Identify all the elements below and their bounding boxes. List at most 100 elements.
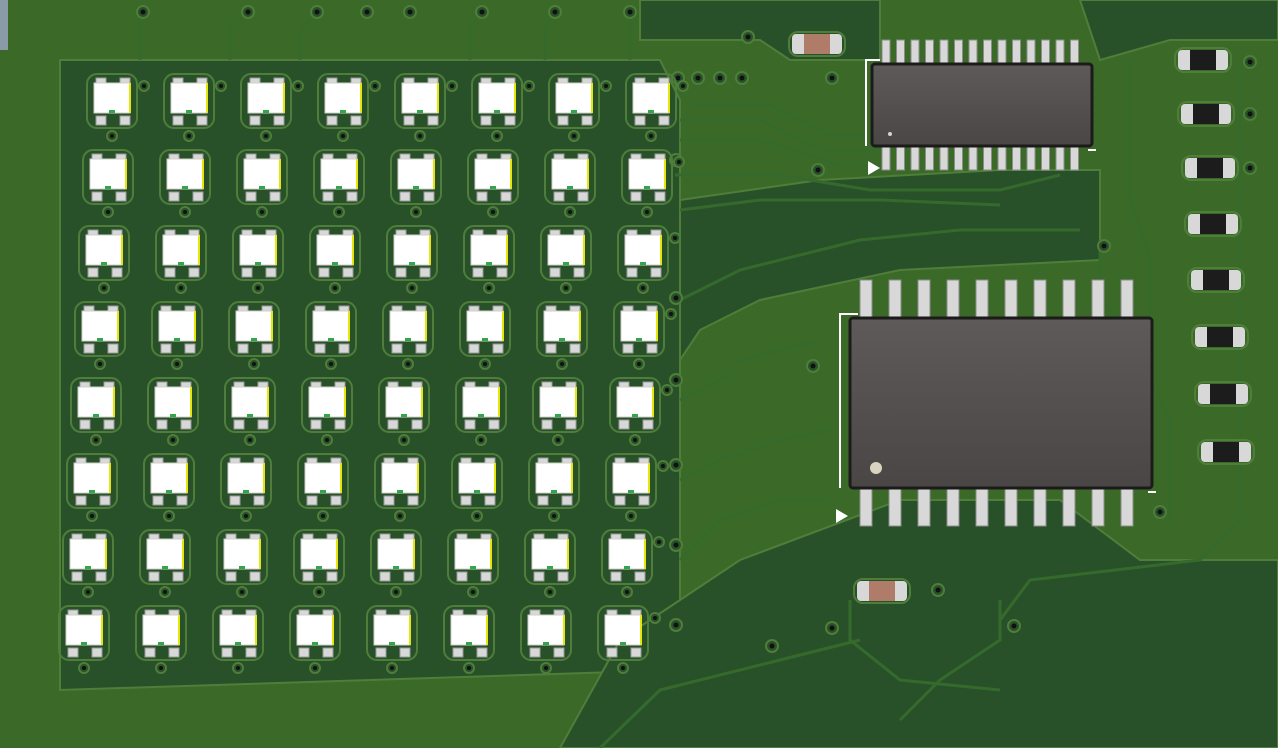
triangle-right-icon — [836, 509, 848, 523]
ic-u2-soic-20-pin-top-4 — [946, 279, 960, 323]
pin1-dot-icon — [870, 462, 882, 474]
smd-led-r2-c2 — [159, 149, 211, 218]
smd-led-r3-c5 — [386, 225, 438, 294]
smd-resistor-icon — [1181, 155, 1239, 181]
ic-u2-soic-20-pin-bottom-5 — [975, 483, 989, 527]
smd-led-r7-c8 — [601, 529, 665, 598]
smd-led-r2-c1 — [82, 149, 134, 218]
smd-led-r2-c5 — [390, 149, 442, 218]
smd-led-r5-c5 — [378, 377, 430, 446]
smd-led-r4-c1 — [74, 301, 126, 370]
smd-led-r3-c7 — [540, 225, 592, 294]
smd-led-r8-c5 — [366, 605, 418, 674]
smd-led-r3-c3 — [232, 225, 284, 294]
smd-led-r2-c8 — [621, 149, 685, 218]
smd-led-r4-c6 — [459, 301, 511, 370]
ic-u2-soic-20-pin-bottom-6 — [1004, 483, 1018, 527]
smd-led-r3-c2 — [155, 225, 207, 294]
ic-u2-soic-20-pin-top-9 — [1091, 279, 1105, 323]
ic-group — [836, 39, 1156, 527]
smd-led-r1-c2 — [163, 73, 227, 142]
smd-led-r5-c6 — [455, 377, 507, 446]
smd-resistor-icon — [1197, 439, 1255, 465]
smd-led-r3-c8 — [617, 225, 681, 294]
smd-led-r2-c7 — [544, 149, 596, 218]
ic-u2-soic-20-pin-bottom-7 — [1033, 483, 1047, 527]
smd-led-r6-c5 — [374, 453, 426, 522]
smd-led-r1-c4 — [317, 73, 381, 142]
smd-led-r5-c8 — [609, 377, 673, 446]
ic-u2-soic-20-pin-top-10 — [1120, 279, 1134, 323]
smd-led-r5-c7 — [532, 377, 584, 446]
smd-led-r5-c1 — [70, 377, 122, 446]
smd-led-r6-c4 — [297, 453, 349, 522]
smd-led-r4-c5 — [382, 301, 434, 370]
smd-resistor-icon — [1184, 211, 1242, 237]
ic-u2-soic-20-pin-bottom-3 — [917, 483, 931, 527]
smd-led-r6-c7 — [528, 453, 580, 522]
smd-led-r6-c2 — [143, 453, 195, 522]
smd-led-r4-c2 — [151, 301, 203, 370]
smd-capacitor-icon — [788, 31, 846, 57]
smd-resistor-icon — [1187, 267, 1245, 293]
smd-led-r6-c1 — [66, 453, 118, 522]
ic-u2-soic-20-pin-top-1 — [859, 279, 873, 323]
smd-led-r8-c6 — [443, 605, 495, 674]
signal-traces — [138, 8, 1242, 748]
led-matrix — [58, 73, 689, 674]
smd-led-r7-c5 — [370, 529, 422, 598]
ic-u2-soic-20-pin-top-2 — [888, 279, 902, 323]
smd-led-r1-c8 — [625, 73, 689, 142]
smd-led-r8-c3 — [212, 605, 264, 674]
ic-u2-soic-20-pin-top-3 — [917, 279, 931, 323]
smd-resistor-icon — [1177, 101, 1235, 127]
smd-led-r6-c3 — [220, 453, 272, 522]
ic-u2-soic-20-pin-top-8 — [1062, 279, 1076, 323]
ic-u1-tssop-28 — [865, 39, 1096, 175]
smd-led-r4-c4 — [305, 301, 357, 370]
ic-u2-soic-20-pin-bottom-10 — [1120, 483, 1134, 527]
smd-led-r2-c6 — [467, 149, 519, 218]
smd-led-r3-c1 — [78, 225, 130, 294]
smd-resistor-icon — [1194, 381, 1252, 407]
smd-led-r7-c2 — [139, 529, 191, 598]
smd-led-r7-c3 — [216, 529, 268, 598]
smd-led-r6-c8 — [605, 453, 669, 522]
smd-capacitor-icon — [853, 578, 911, 604]
smd-led-r1-c6 — [471, 73, 535, 142]
ic-u2-soic-20-pin-bottom-4 — [946, 483, 960, 527]
ic-u2-soic-20-pin-bottom-2 — [888, 483, 902, 527]
smd-led-r1-c1 — [86, 73, 150, 142]
ic-u2-soic-20-pin-top-5 — [975, 279, 989, 323]
smd-led-r5-c3 — [224, 377, 276, 446]
smd-led-r1-c3 — [240, 73, 304, 142]
smd-led-r7-c4 — [293, 529, 345, 598]
smd-led-r7-c7 — [524, 529, 576, 598]
smd-led-r8-c1 — [58, 605, 110, 674]
ic-u2-soic-20-pin-bottom-1 — [859, 483, 873, 527]
smd-led-r5-c2 — [147, 377, 199, 446]
ic-u2-soic-20 — [836, 279, 1156, 527]
smd-led-r3-c6 — [463, 225, 515, 294]
smd-led-r8-c7 — [520, 605, 572, 674]
smd-led-r7-c6 — [447, 529, 499, 598]
ic-u2-soic-20-pin-bottom-8 — [1062, 483, 1076, 527]
smd-led-r1-c5 — [394, 73, 458, 142]
smd-resistor-icon — [1174, 47, 1232, 73]
ic-u2-soic-20-pin-bottom-9 — [1091, 483, 1105, 527]
smd-led-r7-c1 — [62, 529, 114, 598]
board-edge — [0, 0, 8, 50]
copper-pour — [59, 0, 1278, 748]
smd-led-r8-c2 — [135, 605, 187, 674]
smd-led-r1-c7 — [548, 73, 612, 142]
smd-led-r2-c4 — [313, 149, 365, 218]
pin1-dot-icon — [888, 132, 892, 136]
ic-u2-soic-20-pin-top-7 — [1033, 279, 1047, 323]
capacitor-group — [788, 31, 911, 604]
smd-resistor-icon — [1191, 324, 1249, 350]
smd-led-r8-c8 — [597, 605, 661, 674]
smd-led-r5-c4 — [301, 377, 353, 446]
smd-led-r4-c8 — [613, 301, 677, 370]
smd-led-r8-c4 — [289, 605, 341, 674]
